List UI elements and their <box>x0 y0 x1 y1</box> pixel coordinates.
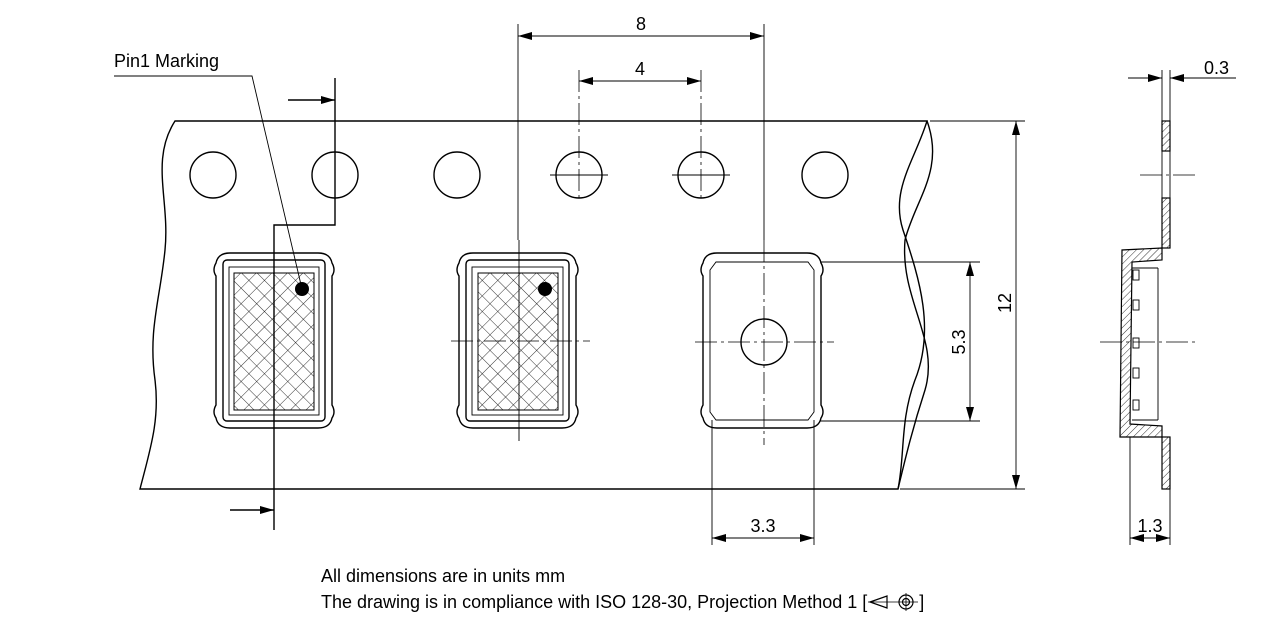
dim-pocket-depth: 1.3 <box>1129 437 1171 545</box>
carrier-tape <box>139 120 934 490</box>
dim-pocket-width: 3.3 <box>711 420 815 545</box>
dim-pocket-pitch: 8 <box>517 14 765 240</box>
section-lines <box>230 78 520 530</box>
projection-method-icon <box>868 593 919 611</box>
dim-pocket-length: 5.3 <box>820 261 980 422</box>
dim-3-3-label: 3.3 <box>750 516 775 536</box>
pocket-3 <box>695 240 834 445</box>
dim-cover-thickness: 0.3 <box>1128 58 1236 121</box>
pin1-callout: Pin1 Marking <box>114 51 303 290</box>
pocket-2 <box>451 252 590 429</box>
dim-0-3-label: 0.3 <box>1204 58 1229 78</box>
dim-sprocket-pitch: 4 <box>578 59 702 202</box>
dim-tape-width: 12 <box>900 120 1025 490</box>
compliance-text: The drawing is in compliance with ISO 12… <box>321 592 868 612</box>
dim-1-3-label: 1.3 <box>1137 516 1162 536</box>
units-note: All dimensions are in units mm <box>321 566 566 586</box>
compliance-close: ] <box>919 592 925 612</box>
side-view <box>1100 120 1198 490</box>
sprocket-holes <box>189 151 849 199</box>
dim-5-3-label: 5.3 <box>949 329 969 354</box>
dim-8-label: 8 <box>636 14 646 34</box>
dim-12-label: 12 <box>995 293 1015 313</box>
drawing-notes: All dimensions are in units mm The drawi… <box>321 563 924 615</box>
dim-4-label: 4 <box>635 59 645 79</box>
compliance-note: The drawing is in compliance with ISO 12… <box>321 589 924 615</box>
pin1-marking-label: Pin1 Marking <box>114 51 219 71</box>
